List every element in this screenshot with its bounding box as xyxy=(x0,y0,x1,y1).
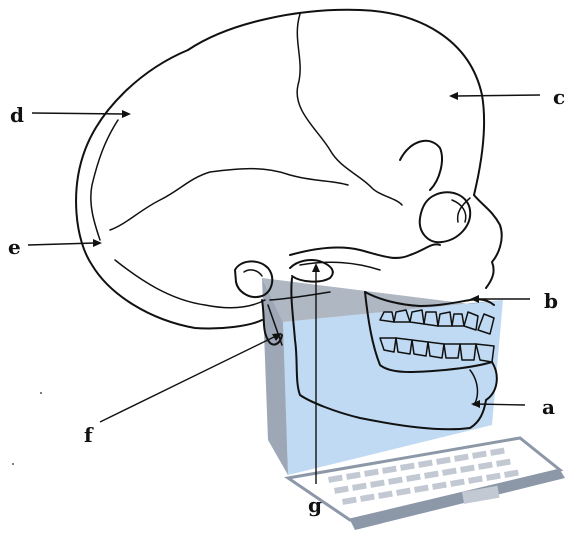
label-e-group: e xyxy=(8,235,102,259)
label-f-group: f xyxy=(84,333,282,447)
label-g: g xyxy=(308,493,322,517)
label-c-group: c xyxy=(449,85,565,109)
label-f: f xyxy=(84,423,94,447)
label-e: e xyxy=(8,235,21,259)
label-a: a xyxy=(542,395,555,419)
label-d: d xyxy=(10,103,24,127)
label-c: c xyxy=(553,85,565,109)
label-b: b xyxy=(544,289,558,313)
label-d-group: d xyxy=(10,103,131,127)
